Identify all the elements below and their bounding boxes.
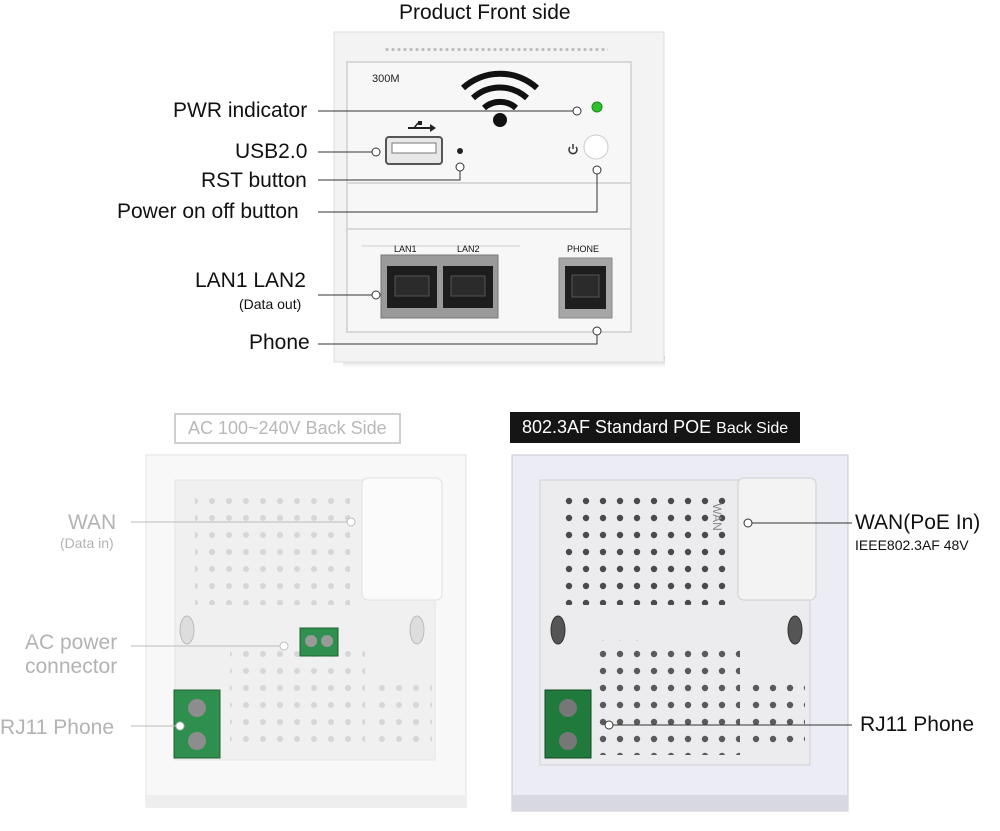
phone-port-label: PHONE xyxy=(567,244,600,254)
phone-port xyxy=(558,257,613,319)
lan2-port-label: LAN2 xyxy=(457,244,480,254)
ac-back-panel xyxy=(145,454,467,808)
callout-phone: Phone xyxy=(249,331,310,354)
callout-wan: WAN xyxy=(68,511,117,534)
lan1-port-label: LAN1 xyxy=(394,244,417,254)
callout-pwr-indicator: PWR indicator xyxy=(173,99,308,122)
power-button xyxy=(583,134,609,160)
callout-rj11-poe: RJ11 Phone xyxy=(860,713,975,736)
poe-badge-sub: Back Side xyxy=(716,420,789,437)
callout-lan: LAN1 LAN2 xyxy=(195,269,306,292)
poe-back-badge: 802.3AF Standard POE Back Side xyxy=(510,412,801,443)
model-badge: 300M xyxy=(372,73,400,85)
power-icon xyxy=(568,144,578,155)
front-title: Product Front side xyxy=(399,1,571,24)
usb-icon xyxy=(408,121,436,132)
lan-ports xyxy=(380,254,499,319)
callout-lan-sub: (Data out) xyxy=(239,296,302,312)
pwr-led xyxy=(591,101,603,113)
callout-wan-sub: (Data in) xyxy=(60,535,114,551)
callout-rst-button: RST button xyxy=(201,169,307,192)
callout-power-button: Power on off button xyxy=(117,200,299,223)
poe-back-panel xyxy=(511,454,849,812)
callout-ac-power-line2: connector xyxy=(25,655,118,678)
usb-port xyxy=(385,136,443,165)
rst-hole xyxy=(457,148,463,154)
wifi-icon xyxy=(460,70,540,127)
poe-badge-main: 802.3AF Standard POE xyxy=(522,417,712,437)
callout-wan-poe-sub: IEEE802.3AF 48V xyxy=(855,537,969,553)
callout-rj11-ac: RJ11 Phone xyxy=(0,716,115,739)
callout-wan-poe: WAN(PoE In) xyxy=(855,511,981,534)
ac-back-badge: AC 100~240V Back Side xyxy=(174,413,401,444)
callout-usb: USB2.0 xyxy=(235,140,308,163)
callout-ac-power-line1: AC power xyxy=(25,631,118,654)
embossed-wan-text: WAN xyxy=(709,503,724,531)
top-vent xyxy=(384,42,608,52)
